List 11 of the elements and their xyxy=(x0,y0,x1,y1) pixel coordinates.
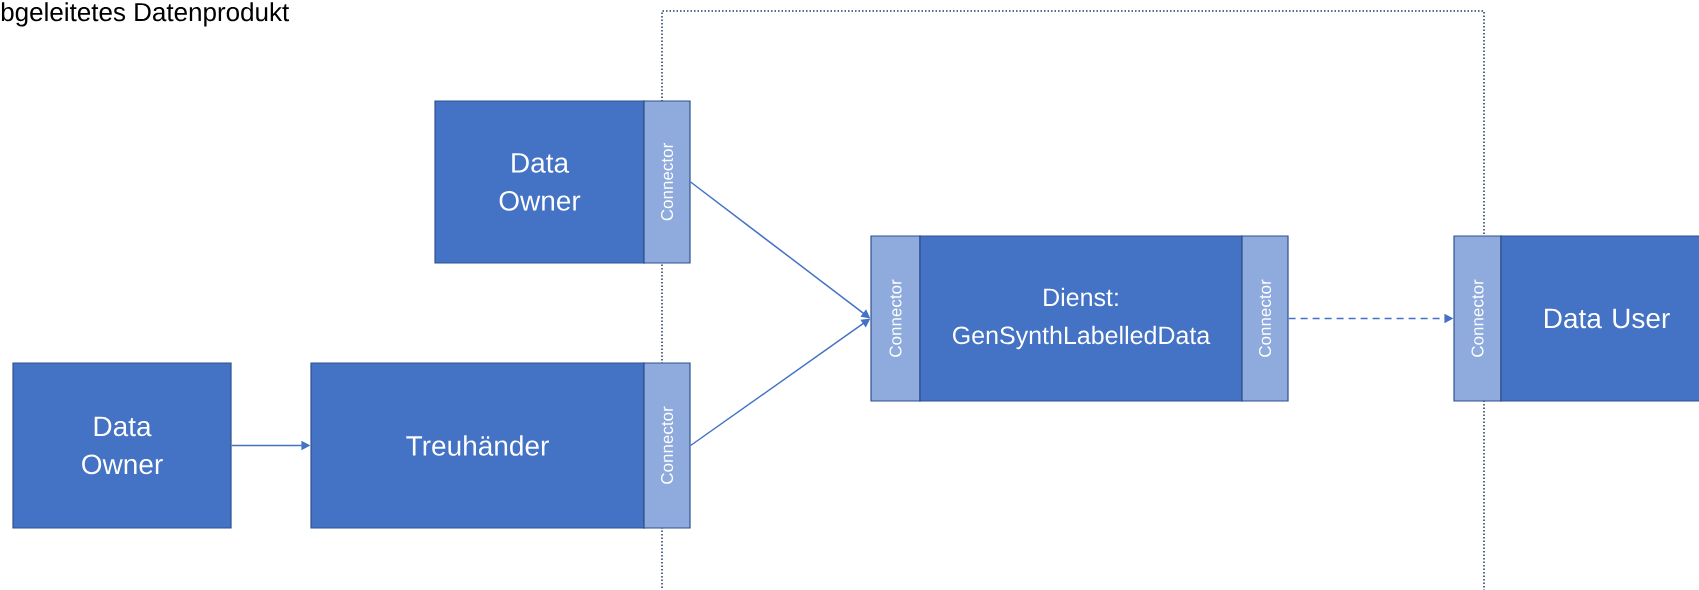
process-box: Data Owner xyxy=(12,362,232,529)
connector-box: Connector xyxy=(1453,235,1502,402)
connector-box: Connector xyxy=(1241,235,1289,402)
connector-box: Connector xyxy=(870,235,921,402)
process-box: Dienst: GenSynthLabelledData xyxy=(919,235,1243,402)
heading: bgeleitetes Datenprodukt xyxy=(1,2,290,27)
process-box: Data Owner xyxy=(434,100,645,264)
process-box: Data User xyxy=(1500,235,1699,402)
connector-box: Connector xyxy=(643,100,691,264)
connector-box: Connector xyxy=(643,362,691,529)
process-box: Treuhänder xyxy=(310,362,645,529)
